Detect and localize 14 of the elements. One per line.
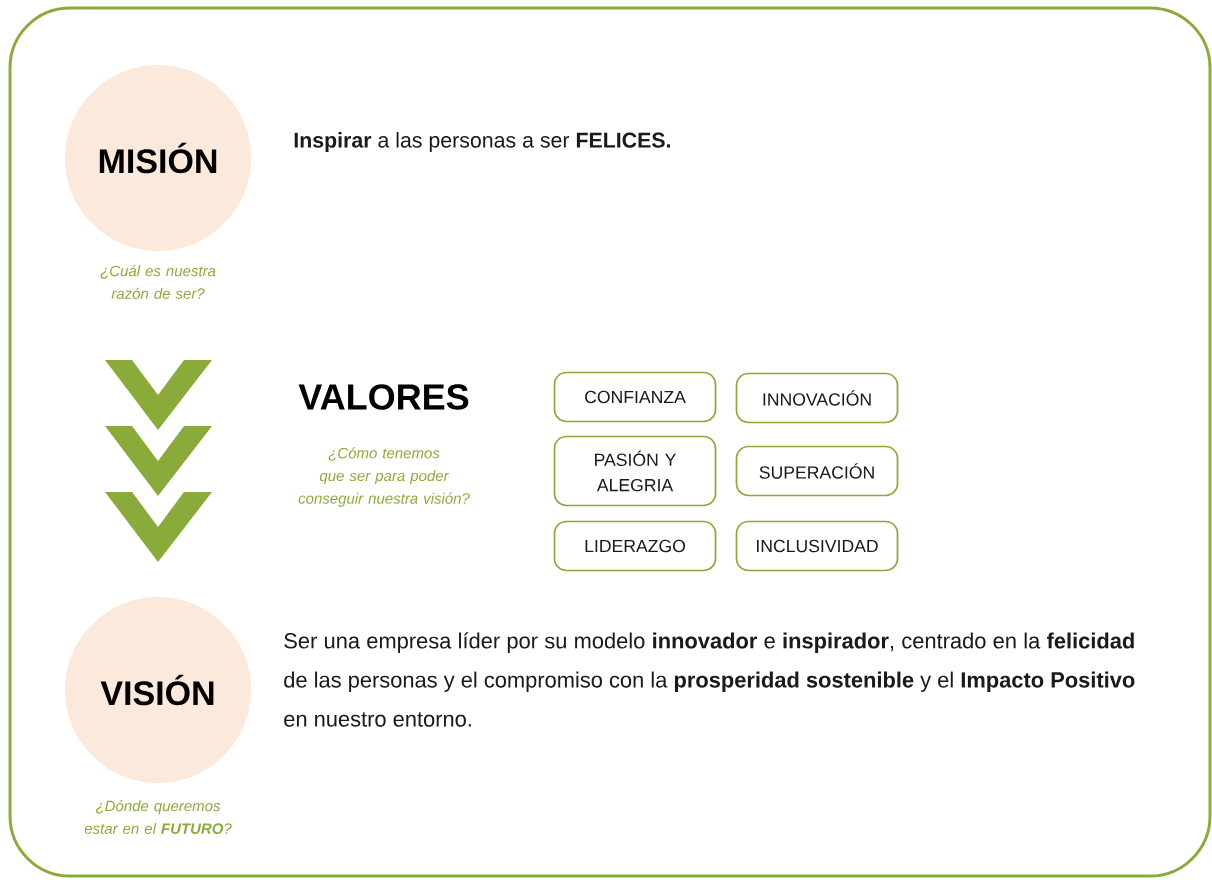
value-box: SUPERACIÓN xyxy=(735,445,899,497)
value-box: PASIÓN Y ALEGRIA xyxy=(553,435,717,507)
section-heading: VALORES xyxy=(298,384,469,410)
value-box: LIDERAZGO xyxy=(553,520,717,572)
caption-text: ¿Dónde queremos estar en el FUTURO? xyxy=(84,800,232,834)
value-box: INNOVACIÓN xyxy=(735,372,899,424)
statement-text: Ser una empresa líder por su modelo innovador e inspirador, centrado en la felicidad de las personas y el compromiso con la prosperidad sostenible y el Impacto Positivo en nuestro entorno. xyxy=(284,632,1135,727)
circle-node: VISIÓN xyxy=(65,597,251,783)
value-box: INCLUSIVIDAD xyxy=(735,520,899,572)
caption-text: ¿Cómo tenemos que ser para poder conseguir nuestra visión? xyxy=(298,447,470,507)
caption-text: ¿Cuál es nuestra razón de ser? xyxy=(100,265,216,299)
value-box: CONFIANZA xyxy=(553,371,717,423)
statement-text: Inspirar a las personas a ser FELICES. xyxy=(294,132,671,152)
circle-node: MISIÓN xyxy=(65,65,251,251)
